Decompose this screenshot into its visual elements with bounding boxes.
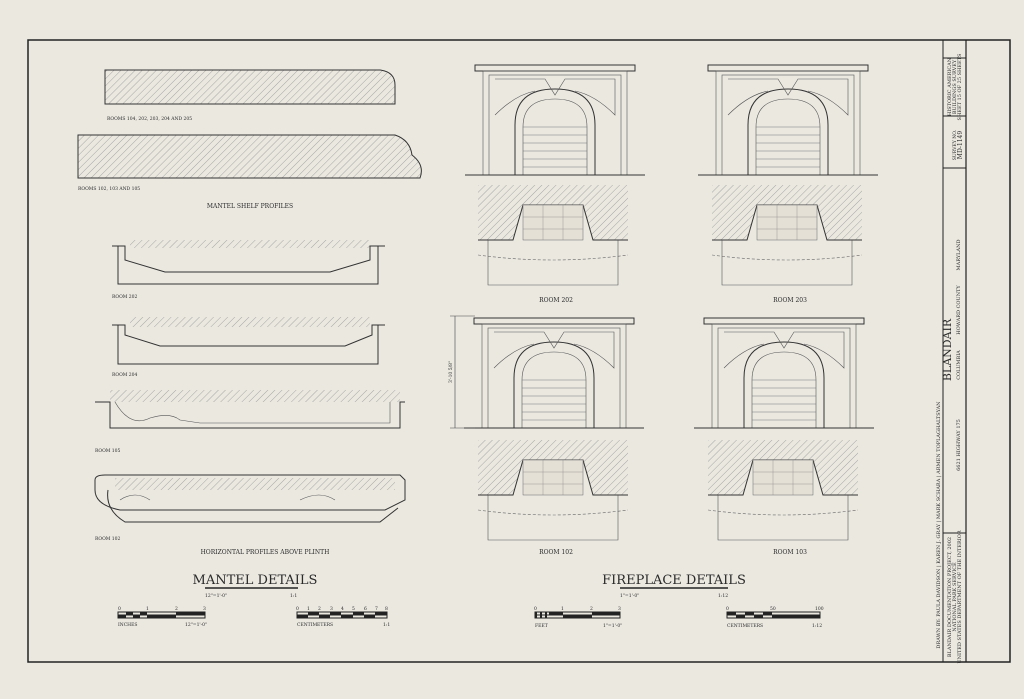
shelf-label-2: ROOMS 102, 103 AND 105 bbox=[78, 186, 140, 192]
svg-text:4: 4 bbox=[341, 606, 344, 612]
feet-scale-bar: 0 1 2 3 FEET 1"=1'-0" bbox=[534, 606, 622, 629]
svg-text:1:12: 1:12 bbox=[812, 623, 822, 629]
scale-text: 12"=1'-0" bbox=[205, 593, 227, 599]
svg-text:NATIONAL PARK SERVICE: NATIONAL PARK SERVICE bbox=[952, 562, 958, 632]
svg-text:3: 3 bbox=[203, 606, 206, 612]
svg-text:0: 0 bbox=[726, 606, 729, 612]
svg-text:1: 1 bbox=[307, 606, 310, 612]
svg-text:2: 2 bbox=[175, 606, 178, 612]
svg-text:8: 8 bbox=[385, 606, 388, 612]
svg-text:MD-1149: MD-1149 bbox=[957, 131, 964, 160]
svg-text:2: 2 bbox=[590, 606, 593, 612]
shelf-label-1: ROOMS 104, 202, 203, 204 AND 205 bbox=[107, 116, 192, 122]
svg-text:0: 0 bbox=[296, 606, 299, 612]
svg-text:BLANDAIR DOCUMENTATION PROJECT: BLANDAIR DOCUMENTATION PROJECT, 2002 bbox=[947, 537, 953, 657]
svg-text:3: 3 bbox=[330, 606, 333, 612]
svg-text:3'-10 5/8": 3'-10 5/8" bbox=[448, 361, 454, 383]
fireplace-details-title: FIREPLACE DETAILS bbox=[602, 573, 746, 588]
svg-text:UNITED STATES DEPARTMENT OF TH: UNITED STATES DEPARTMENT OF THE INTERIOR bbox=[957, 530, 963, 663]
plinth-profile-room-102 bbox=[94, 474, 406, 523]
mantel-details-title: MANTEL DETAILS bbox=[193, 573, 318, 588]
inch-scale-bar: 0 1 2 3 INCHES 12"=1'-0" bbox=[117, 606, 207, 628]
svg-text:HISTORIC AMERICAN: HISTORIC AMERICAN bbox=[947, 57, 953, 116]
svg-text:6: 6 bbox=[364, 606, 367, 612]
plinth-label: ROOM 202 bbox=[112, 294, 138, 300]
shelf-profile-2 bbox=[77, 134, 422, 179]
svg-text:0: 0 bbox=[118, 606, 121, 612]
plinth-label: ROOM 102 bbox=[95, 536, 121, 542]
svg-text:CENTIMETERS: CENTIMETERS bbox=[727, 623, 763, 629]
plinth-profiles-title: HORIZONTAL PROFILES ABOVE PLINTH bbox=[201, 549, 330, 556]
svg-text:DRAWN BY: PAULA DAVIDSON | KAR: DRAWN BY: PAULA DAVIDSON | KAREN J. GRAY… bbox=[936, 401, 942, 649]
room-label: ROOM 203 bbox=[773, 297, 807, 304]
svg-text:1: 1 bbox=[146, 606, 149, 612]
sheet-border bbox=[27, 39, 1011, 663]
scale-text: 1:12 bbox=[718, 593, 728, 599]
svg-text:MARYLAND: MARYLAND bbox=[956, 240, 962, 271]
scale-text: 1:1 bbox=[290, 593, 297, 599]
room-label: ROOM 103 bbox=[773, 549, 807, 556]
svg-text:100: 100 bbox=[815, 606, 824, 612]
svg-text:HOWARD COUNTY: HOWARD COUNTY bbox=[956, 285, 962, 335]
cm-scale-bar-fireplace: 0 50 100 CENTIMETERS 1:12 bbox=[726, 606, 824, 629]
room-label: ROOM 202 bbox=[539, 297, 573, 304]
scale-text: 1"=1'-0" bbox=[620, 593, 639, 599]
title-block: SURVEY NO. MD-1149 HISTORIC AMERICAN BUI… bbox=[936, 40, 967, 664]
plinth-label: ROOM 204 bbox=[112, 372, 138, 378]
svg-text:0: 0 bbox=[534, 606, 537, 612]
svg-text:2: 2 bbox=[318, 606, 321, 612]
fireplace-room-202: ROOM 202 bbox=[464, 64, 646, 304]
svg-text:12"=1'-0": 12"=1'-0" bbox=[185, 622, 207, 628]
svg-text:5: 5 bbox=[352, 606, 355, 612]
building-name: BLANDAIR bbox=[941, 318, 954, 381]
svg-text:BUILDINGS SURVEY: BUILDINGS SURVEY bbox=[952, 59, 958, 114]
cm-scale-bar-mantel: 0 1 2 3 4 5 6 7 8 CENTIMETERS 1:1 bbox=[296, 606, 390, 628]
svg-text:SHEET 15 OF 25 SHEETS: SHEET 15 OF 25 SHEETS bbox=[957, 53, 963, 120]
shelf-profiles-title: MANTEL SHELF PROFILES bbox=[207, 203, 293, 210]
height-dimension: 3'-10 5/8" bbox=[448, 315, 475, 429]
svg-text:1"=1'-0": 1"=1'-0" bbox=[603, 623, 622, 629]
svg-text:3: 3 bbox=[618, 606, 621, 612]
svg-text:7: 7 bbox=[375, 606, 378, 612]
svg-text:CENTIMETERS: CENTIMETERS bbox=[297, 622, 333, 628]
plinth-profile-room-105 bbox=[95, 390, 405, 429]
shelf-profile-1 bbox=[104, 69, 396, 105]
svg-text:INCHES: INCHES bbox=[118, 622, 137, 628]
fireplace-room-203: ROOM 203 bbox=[697, 64, 879, 304]
fireplace-room-102: ROOM 102 bbox=[463, 317, 645, 556]
plinth-profile-room-202 bbox=[112, 240, 385, 285]
svg-text:1: 1 bbox=[561, 606, 564, 612]
svg-text:50: 50 bbox=[770, 606, 776, 612]
plinth-profile-room-204 bbox=[112, 317, 385, 365]
svg-text:6621 HIGHWAY 175: 6621 HIGHWAY 175 bbox=[956, 419, 962, 471]
svg-text:COLUMBIA: COLUMBIA bbox=[956, 350, 962, 380]
plinth-label: ROOM 105 bbox=[95, 448, 121, 454]
svg-text:FEET: FEET bbox=[535, 623, 548, 629]
fireplace-room-103: ROOM 103 bbox=[693, 317, 875, 556]
room-label: ROOM 102 bbox=[539, 549, 573, 556]
svg-text:SURVEY NO.: SURVEY NO. bbox=[952, 129, 958, 160]
svg-text:1:1: 1:1 bbox=[383, 622, 390, 628]
